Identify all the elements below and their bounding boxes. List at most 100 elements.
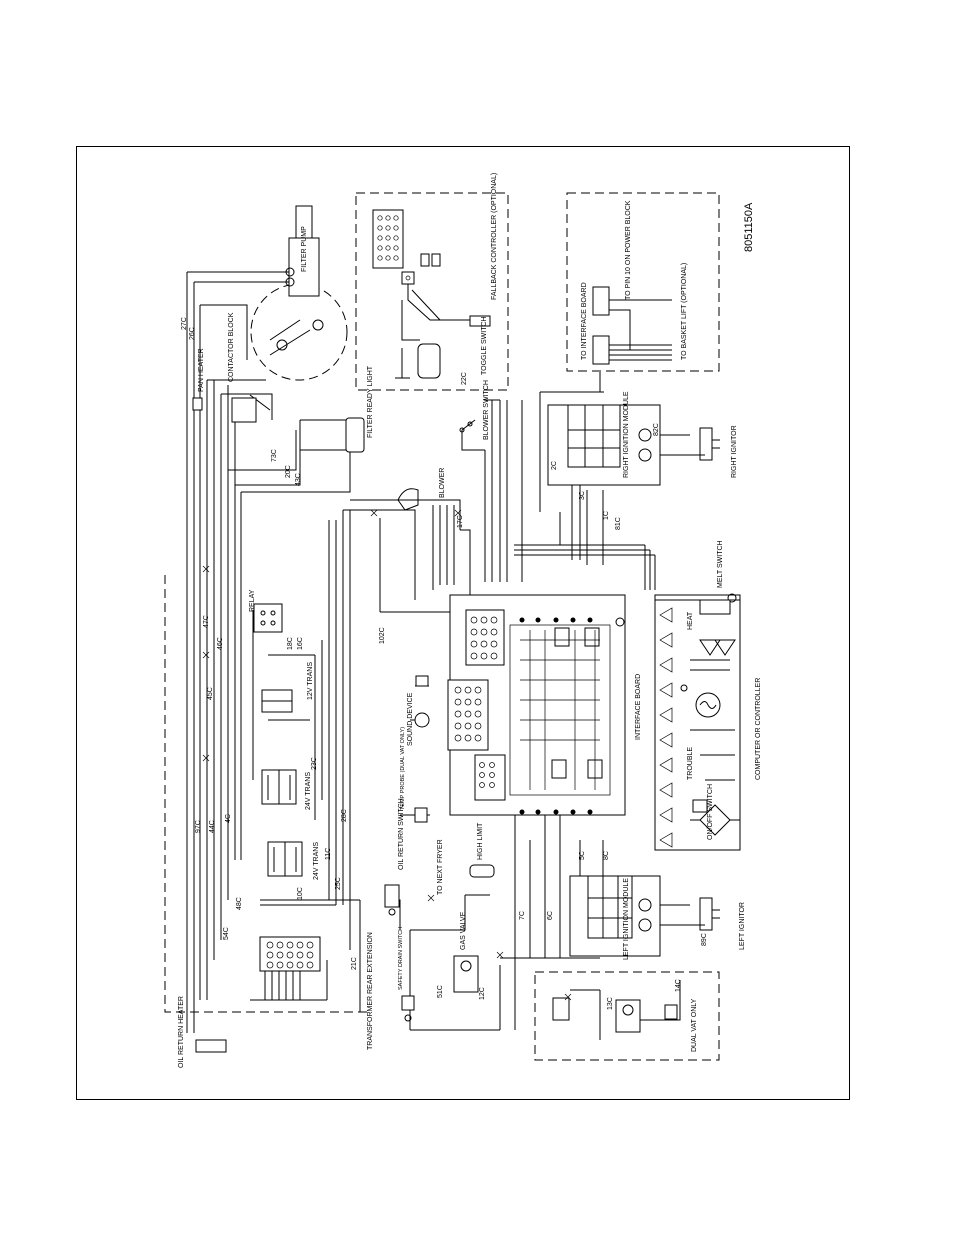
label-blower-switch: BLOWER SWITCH [483, 380, 490, 440]
basket-lift-enclosure [566, 192, 720, 372]
wire-label: 47C [203, 615, 210, 628]
dual-vat-components [552, 997, 678, 1033]
sound-device [410, 675, 430, 728]
wire-label: 8C [603, 851, 610, 860]
wire-label: 48C [236, 897, 243, 910]
blower [397, 488, 419, 511]
text-labels: FILTER PUMP CONTACTOR BLOCK PAN HEATER F… [178, 173, 762, 1068]
left-ignition-module [569, 875, 705, 957]
label-filter-ready-light: FILTER READY LIGHT [367, 365, 374, 438]
label-dual-vat-only: DUAL VAT ONLY [691, 998, 698, 1052]
relay [253, 603, 283, 633]
label-to-basket-lift: TO BASKET LIFT (OPTIONAL) [681, 263, 688, 360]
basket-lift-connection [592, 286, 672, 392]
wire-label: 7C [519, 911, 526, 920]
label-transformer-rear-ext: TRANSFORMER REAR EXTENSION [367, 932, 374, 1050]
wire-label: 82C [653, 423, 660, 436]
interface-j3-pins [470, 616, 498, 660]
label-computer: COMPUTER OR CONTROLLER [755, 678, 762, 780]
transformer-24v-upper [261, 769, 297, 805]
label-on-off-switch: ON/OFF SWITCH [707, 784, 714, 840]
label-blower: BLOWER [439, 468, 446, 498]
label-contactor-block: CONTACTOR BLOCK [228, 312, 235, 382]
blower-switch [459, 419, 485, 451]
wire-label: 73C [271, 449, 278, 462]
label-gas-valve: GAS VALVE [460, 911, 467, 950]
dual-vat-enclosure [534, 971, 720, 1061]
oil-return-heater-enclosure [164, 575, 368, 1013]
right-ignitor [699, 427, 720, 461]
wire-label: 6C [547, 911, 554, 920]
wire-label: 2C [551, 461, 558, 470]
wire-label: 23C [311, 757, 318, 770]
label-oil-return-heater: OIL RETURN HEATER [178, 996, 185, 1068]
fallback-controller-enclosure [355, 192, 509, 391]
transformer-12v [261, 689, 293, 713]
diagram-border [76, 146, 850, 1100]
wire-label: 28C [341, 809, 348, 822]
label-24v-trans-a: 24V TRANS [305, 772, 312, 810]
wire-label: 20C [285, 465, 292, 478]
label-toggle-switch: TOGGLE SWITCH [481, 316, 488, 375]
transformer-24v-lower [267, 841, 303, 877]
label-to-pin-10: TO PIN 10 ON POWER BLOCK [625, 200, 632, 300]
wire-label: 51C [437, 985, 444, 998]
label-right-ignitor: RIGHT IGNITOR [731, 425, 738, 478]
computer-controller [654, 593, 741, 851]
wire-label: 17C [457, 515, 464, 528]
oil-return-heater [195, 1039, 227, 1053]
wire-label: 27C [181, 317, 188, 330]
label-to-interface-board: TO INTERFACE BOARD [581, 282, 588, 360]
label-oil-return-switch: OIL RETURN SWITCH [398, 798, 405, 870]
wiring-harness [186, 271, 681, 1040]
filter-ready-light [340, 417, 365, 453]
high-limit [469, 864, 495, 878]
label-temp-probe: TEMP PROBE (DUAL VAT ONLY) [400, 727, 406, 810]
wire-label: 18C [287, 637, 294, 650]
wire-label: 97C [195, 820, 202, 833]
wire-label: 26C [189, 327, 196, 340]
wire-label: 10C [297, 887, 304, 900]
fallback-connector-pins [377, 215, 399, 261]
wire-label: 1C [603, 511, 610, 520]
gas-valve [453, 955, 479, 993]
wire-label: 5C [579, 851, 586, 860]
label-melt-switch: MELT SWITCH [717, 540, 724, 588]
terminal-dots [519, 617, 593, 815]
label-interface-board: INTERFACE BOARD [635, 674, 642, 740]
temp-probe [400, 807, 430, 823]
wire-label: 13C [607, 997, 614, 1010]
label-pan-heater: PAN HEATER [198, 348, 205, 392]
label-fallback-controller: FALLBACK CONTROLLER (OPTIONAL) [491, 173, 498, 300]
label-safety-drain-switch: SAFETY DRAIN SWITCH [398, 927, 404, 990]
label-to-next-fryer: TO NEXT FRYER [437, 839, 444, 895]
label-sound-device: SOUND DEVICE [407, 692, 414, 746]
interface-board [447, 594, 626, 816]
wire-label: 102C [379, 627, 386, 644]
wire-label: 11C [325, 848, 332, 860]
filter-pump [285, 205, 320, 297]
wire-label: 46C [217, 637, 224, 650]
controller-terminals [659, 607, 673, 848]
wire-label: 12C [479, 987, 486, 1000]
wire-label: 45C [207, 687, 214, 700]
label-right-ignition: RIGHT IGNITION MODULE [623, 391, 630, 478]
label-heat: HEAT [687, 611, 694, 630]
interface-j2-pins [454, 686, 482, 742]
oil-return-switch [384, 884, 400, 916]
connector-markers [202, 509, 572, 1001]
contactor-block [192, 319, 324, 423]
wire-label: 44C [209, 820, 216, 833]
left-ignitor [699, 897, 720, 931]
label-trouble: TROUBLE [687, 747, 694, 780]
drawing-number: 8051150A [743, 202, 755, 252]
label-filter-pump: FILTER PUMP [301, 226, 308, 272]
wire-label: 89C [701, 933, 708, 946]
wire-label: 25C [335, 877, 342, 890]
wire-label: 54C [223, 927, 230, 940]
label-24v-trans-b: 24V TRANS [313, 842, 320, 880]
wire-label: 21C [351, 957, 358, 970]
label-left-ignition: LEFT IGNITION MODULE [623, 878, 630, 960]
wire-label: 22C [461, 372, 468, 385]
label-12v-trans: 12V TRANS [307, 662, 314, 700]
